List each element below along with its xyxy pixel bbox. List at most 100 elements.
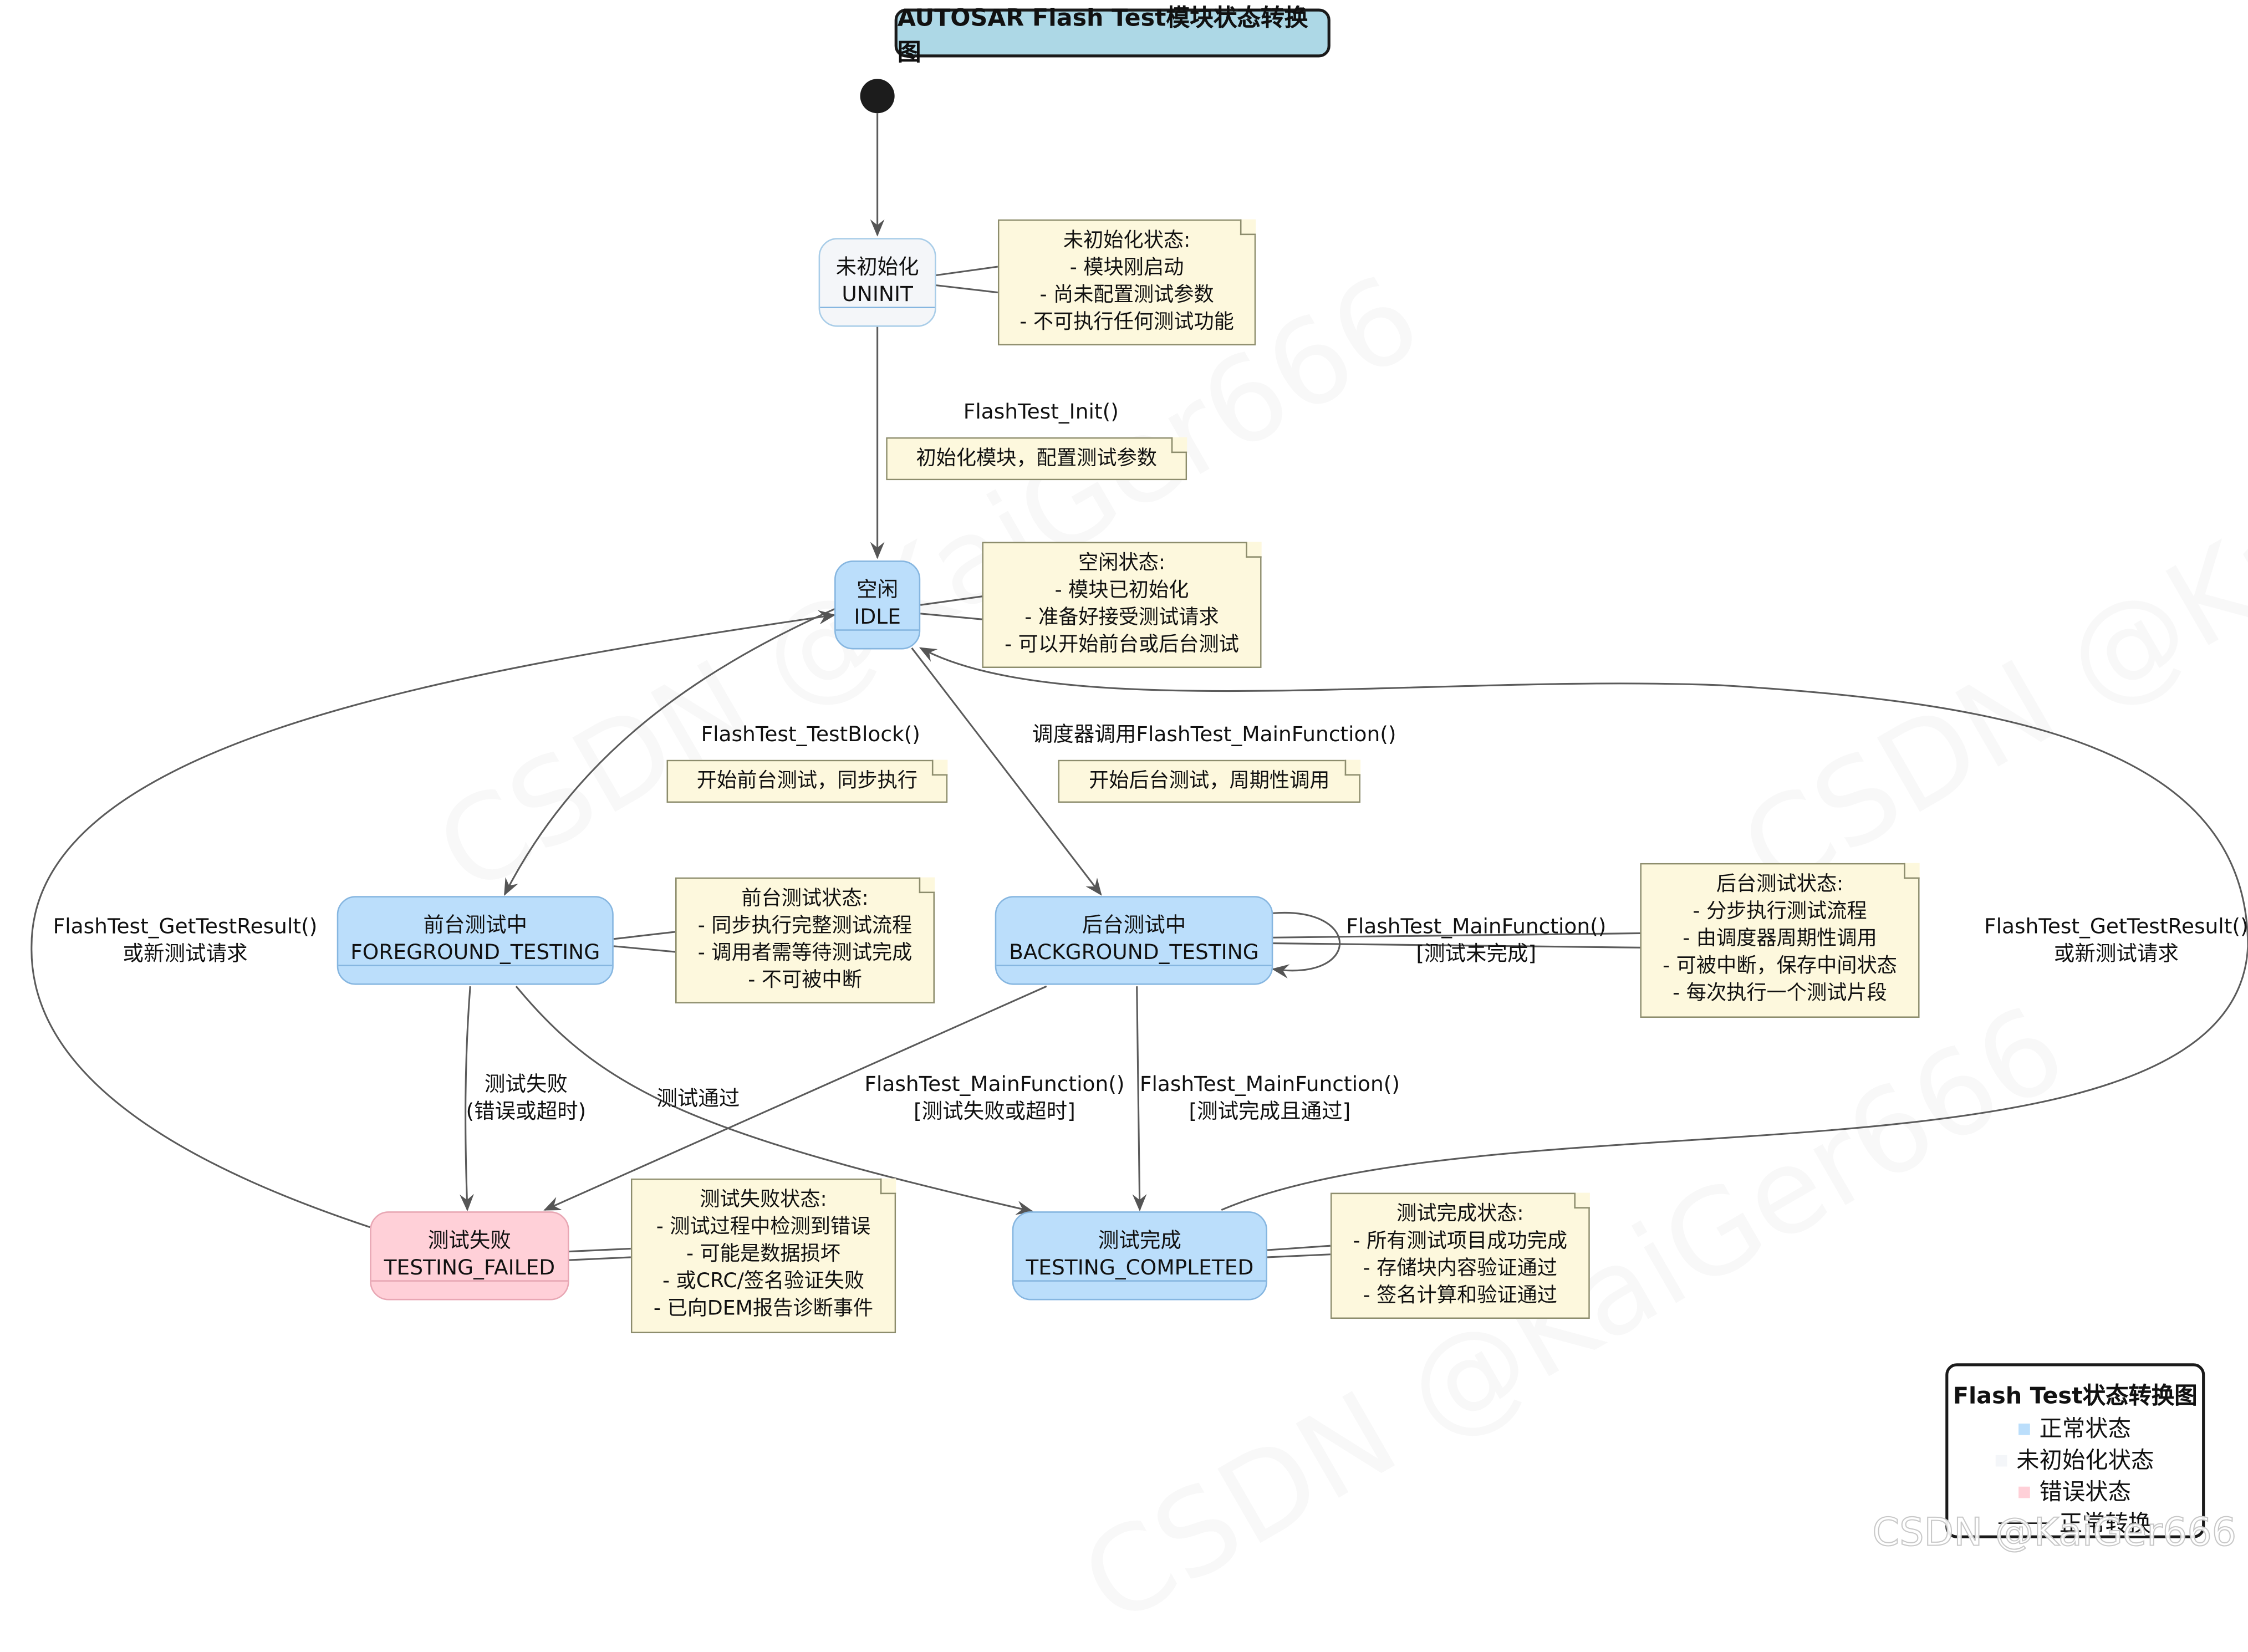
note-failed-line: - 可能是数据损坏 <box>686 1243 841 1266</box>
note-fold <box>1574 1192 1590 1209</box>
note-completed-line: - 签名计算和验证通过 <box>1363 1284 1558 1308</box>
note-connector-completed-2 <box>1267 1253 1331 1258</box>
label-fg-failed-line: 测试失败 <box>484 1073 568 1097</box>
legend-label: 正常状态 <box>2039 1415 2132 1442</box>
arrow-completed-to-idle <box>919 647 2248 1211</box>
label-bg-completed: FlashTest_MainFunction() [测试完成且通过] <box>1140 1072 1400 1126</box>
state-background-testing: 后台测试中 BACKGROUND_TESTING <box>995 896 1273 985</box>
legend-item-normal: 正常状态 <box>1948 1414 2202 1445</box>
label-bg-failed: FlashTest_MainFunction() [测试失败或超时] <box>864 1072 1124 1126</box>
legend-label: 错误状态 <box>2039 1478 2132 1506</box>
state-uninit: 未初始化 UNINIT <box>818 238 936 327</box>
note-fold <box>1240 219 1256 236</box>
label-fg-failed: 测试失败 (错误或超时) <box>466 1072 586 1126</box>
note-idle-line: - 准备好接受测试请求 <box>1024 606 1219 630</box>
label-bg-failed-line: FlashTest_MainFunction() <box>864 1073 1125 1097</box>
note-connector-foreground-2 <box>613 945 676 953</box>
arrow-foreground-to-failed <box>460 986 474 1212</box>
legend-label: 未初始化状态 <box>2016 1446 2154 1474</box>
note-init-line: 初始化模块，配置测试参数 <box>916 447 1157 471</box>
note-idle-line: - 可以开始前台或后台测试 <box>1005 634 1239 657</box>
arrow-background-self <box>1271 911 1341 978</box>
note-fold <box>1171 437 1187 453</box>
label-test-block: FlashTest_TestBlock() <box>701 722 920 749</box>
label-bg-completed-line: FlashTest_MainFunction() <box>1139 1073 1400 1097</box>
arrow-background-to-completed <box>1132 986 1147 1212</box>
label-scheduler-main-line: 调度器调用FlashTest_MainFunction() <box>1032 723 1396 747</box>
state-background-cn: 后台测试中 <box>1082 914 1186 938</box>
state-foreground-en: FOREGROUND_TESTING <box>350 942 600 965</box>
legend-line-swatch <box>1999 1522 2051 1524</box>
note-background-line: - 可被中断，保存中间状态 <box>1663 955 1897 978</box>
note-init: 初始化模块，配置测试参数 <box>886 437 1187 481</box>
note-connector-background-2 <box>1273 942 1640 949</box>
legend-swatch <box>2019 1486 2031 1498</box>
label-init: FlashTest_Init() <box>964 400 1119 427</box>
legend-label: 正常转换 <box>2059 1510 2152 1537</box>
note-background: 后台测试状态: - 分步执行测试流程 - 由调度器周期性调用 - 可被中断，保存… <box>1640 863 1919 1018</box>
label-fg-passed-line: 测试通过 <box>656 1088 740 1111</box>
note-failed-line: 测试失败状态: <box>700 1188 827 1212</box>
note-connector-background <box>1273 932 1640 939</box>
note-idle-line: 空闲状态: <box>1078 552 1166 575</box>
label-init-line: FlashTest_Init() <box>963 401 1119 425</box>
note-completed-line: - 存储块内容验证通过 <box>1363 1257 1558 1281</box>
label-bg-self: FlashTest_MainFunction() [测试未完成] <box>1346 915 1606 969</box>
state-idle: 空闲 IDLE <box>834 560 921 650</box>
state-completed-cn: 测试完成 <box>1098 1230 1181 1253</box>
diagram-title: AUTOSAR Flash Test模块状态转换图 <box>894 4 1331 66</box>
note-connector-failed-2 <box>569 1256 631 1261</box>
note-foreground: 前台测试状态: - 同步执行完整测试流程 - 调用者需等待测试完成 - 不可被中… <box>675 878 935 1004</box>
note-foreground-start-line: 开始前台测试，同步执行 <box>696 769 918 793</box>
note-fold <box>1246 542 1262 558</box>
state-uninit-cn: 未初始化 <box>835 256 919 280</box>
note-failed-line: - 已向DEM报告诊断事件 <box>653 1297 874 1320</box>
state-testing-failed: 测试失败 TESTING_FAILED <box>370 1211 569 1301</box>
note-failed: 测试失败状态: - 测试过程中检测到错误 - 可能是数据损坏 - 或CRC/签名… <box>631 1179 896 1333</box>
state-idle-cn: 空闲 <box>857 579 899 603</box>
label-failed-to-idle-line: 或新测试请求 <box>123 943 248 966</box>
label-bg-self-line: [测试未完成] <box>1416 943 1537 966</box>
legend: Flash Test状态转换图 正常状态 未初始化状态 错误状态 正常转换 <box>1945 1363 2205 1538</box>
label-completed-to-idle-line: FlashTest_GetTestResult() <box>1984 916 2248 939</box>
state-failed-cn: 测试失败 <box>427 1230 511 1253</box>
note-completed-line: - 所有测试项目成功完成 <box>1353 1230 1568 1253</box>
label-failed-to-idle-line: FlashTest_GetTestResult() <box>53 916 318 939</box>
label-bg-completed-line: [测试完成且通过] <box>1189 1101 1351 1124</box>
note-background-start: 开始后台测试，周期性调用 <box>1058 760 1360 803</box>
legend-item-error: 错误状态 <box>1948 1477 2202 1508</box>
note-uninit-line: - 尚未配置测试参数 <box>1039 284 1214 307</box>
note-idle-line: - 模块已初始化 <box>1054 579 1189 603</box>
diagram-canvas: CSDN @KaiGer666 CSDN @KaiGer666 CSDN @Ka… <box>30 4 2248 1556</box>
note-background-line: 后台测试状态: <box>1716 873 1844 896</box>
state-failed-en: TESTING_FAILED <box>384 1257 555 1281</box>
arrow-background-to-failed <box>543 985 1047 1211</box>
initial-state-dot <box>860 79 895 114</box>
transition-arrows <box>30 79 2248 1261</box>
note-foreground-line: 前台测试状态: <box>741 887 869 911</box>
arrow-foreground-to-completed <box>515 986 1034 1215</box>
note-foreground-line: - 同步执行完整测试流程 <box>697 914 913 938</box>
state-uninit-en: UNINIT <box>842 284 913 307</box>
note-connector-foreground <box>613 931 676 940</box>
note-fold <box>1904 863 1920 879</box>
note-connector-completed <box>1267 1245 1331 1251</box>
label-completed-to-idle-line: 或新测试请求 <box>2053 943 2179 966</box>
note-background-line: - 由调度器周期性调用 <box>1683 927 1877 951</box>
note-connector-idle-2 <box>920 613 982 620</box>
label-completed-to-idle: FlashTest_GetTestResult() 或新测试请求 <box>1984 915 2248 969</box>
legend-title: Flash Test状态转换图 <box>1953 1381 2198 1410</box>
label-bg-failed-line: [测试失败或超时] <box>914 1101 1075 1124</box>
note-completed-line: 测试完成状态: <box>1396 1202 1524 1226</box>
csdn-credit: CSDN @KaiGer666 <box>1872 1511 2237 1556</box>
note-connector-uninit <box>936 266 998 277</box>
note-failed-line: - 测试过程中检测到错误 <box>656 1215 871 1239</box>
note-background-start-line: 开始后台测试，周期性调用 <box>1089 769 1330 793</box>
note-foreground-start: 开始前台测试，同步执行 <box>666 760 947 803</box>
note-fold <box>919 877 935 894</box>
label-bg-self-line: FlashTest_MainFunction() <box>1346 916 1607 939</box>
label-test-block-line: FlashTest_TestBlock() <box>701 723 920 747</box>
note-uninit-line: - 不可执行任何测试功能 <box>1019 311 1234 334</box>
note-idle: 空闲状态: - 模块已初始化 - 准备好接受测试请求 - 可以开始前台或后台测试 <box>982 542 1261 669</box>
note-background-line: - 分步执行测试流程 <box>1693 900 1867 924</box>
